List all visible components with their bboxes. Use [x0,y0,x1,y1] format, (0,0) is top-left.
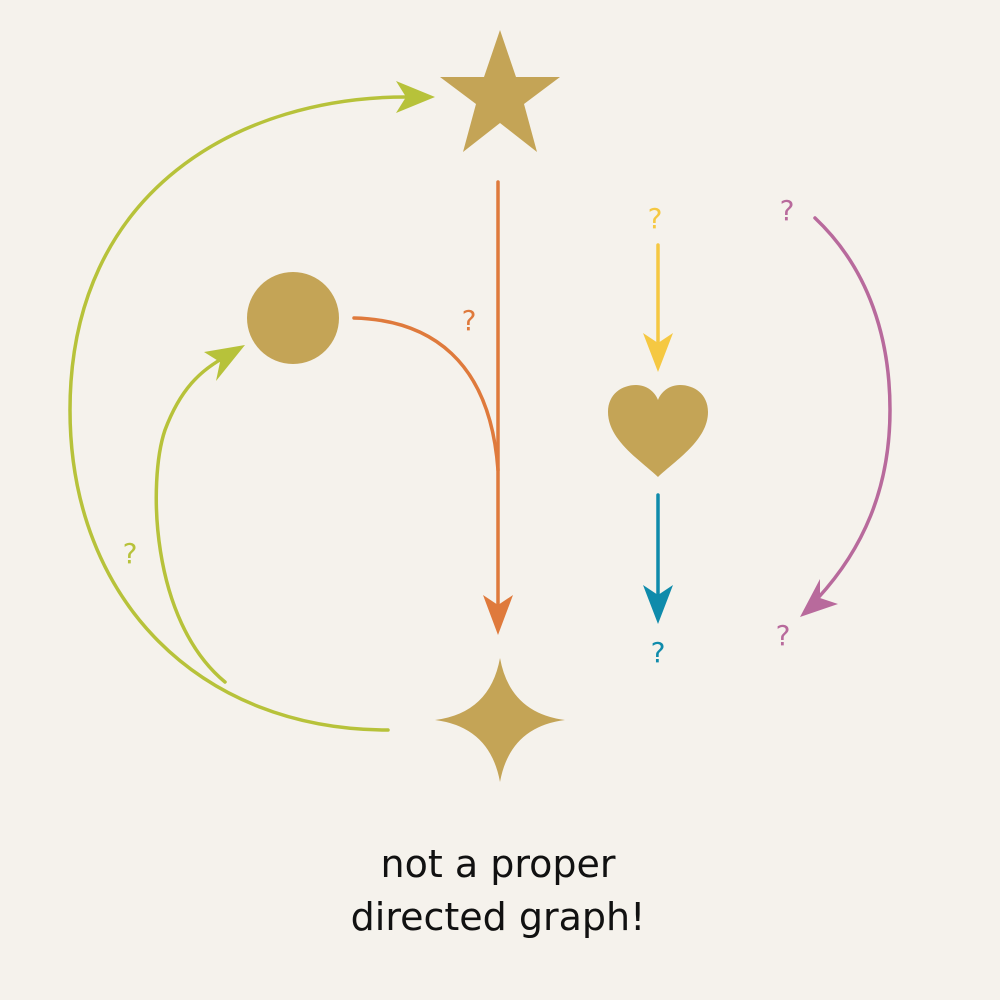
question-label-orange: ? [462,304,477,337]
edge-unknown-to-unknown-arrowhead [800,579,838,617]
heart-icon [608,385,708,477]
edge-sparkle-to-star-arrowhead [396,81,435,113]
edge-unknown-to-heart-arrowhead [643,333,673,372]
edge-sparkle-to-circle-arrowhead [204,345,245,381]
question-label-purple-bottom: ? [776,619,791,652]
star-icon [440,30,560,152]
circle-icon [247,272,339,364]
four-point-star-icon [435,658,565,782]
edge-circle-to-sparkle [352,316,500,472]
edge-sparkle-to-star [68,95,414,732]
edge-orange-arrowhead [483,595,513,635]
question-label-green: ? [123,537,138,570]
question-label-purple-top: ? [780,194,795,227]
question-label-teal: ? [651,636,666,669]
edge-sparkle-to-circle [154,354,229,684]
caption-line-1: not a proper [381,842,616,886]
caption-line-2: directed graph! [351,895,646,939]
question-label-yellow: ? [648,202,663,235]
edge-unknown-to-unknown [813,216,892,600]
edge-heart-to-unknown-arrowhead [643,585,673,624]
